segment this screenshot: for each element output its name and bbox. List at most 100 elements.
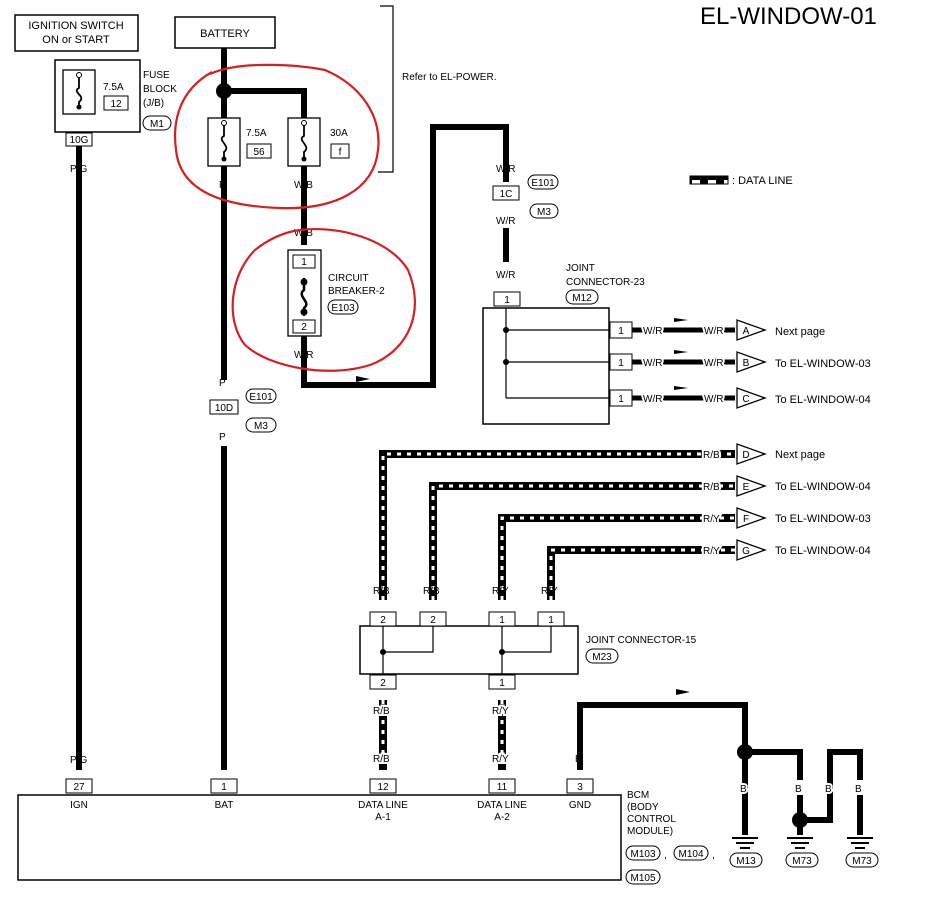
- svg-text:A: A: [743, 326, 750, 337]
- bcm-label-2: (BODY: [627, 802, 659, 813]
- conn-m3-b: M3: [537, 207, 551, 218]
- refer-note: Refer to EL-POWER.: [402, 72, 496, 83]
- jc23-label-1: JOINT: [566, 263, 595, 274]
- output-c: 1 W/R W/R C To EL-WINDOW-04: [609, 386, 871, 409]
- diagram-title: EL-WINDOW-01: [700, 3, 877, 30]
- wire-b-1: B: [575, 754, 582, 765]
- svg-text:GND: GND: [569, 800, 591, 811]
- conn-m103: M103: [630, 849, 655, 860]
- flow-arrow-1: [356, 376, 370, 382]
- svg-text:To EL-WINDOW-04: To EL-WINDOW-04: [775, 481, 871, 493]
- fuse-block-label-1: FUSE: [143, 70, 170, 81]
- output-b: 1 W/R W/R B To EL-WINDOW-03: [609, 350, 871, 373]
- battery-label: BATTERY: [200, 28, 250, 40]
- ignition-switch-box: [14, 14, 139, 52]
- term-1c: 1C: [500, 189, 513, 200]
- svg-text:W/R: W/R: [643, 326, 662, 337]
- fuse-12-icon: [75, 74, 83, 108]
- cb-conn: E103: [331, 303, 355, 314]
- wire-wr-1: W/R: [294, 350, 313, 361]
- ignition-label-2: ON or START: [42, 34, 110, 46]
- conn-m13: M13: [736, 856, 756, 867]
- power-bracket: [378, 5, 394, 173]
- svg-text:11: 11: [497, 782, 508, 793]
- svg-text:B: B: [743, 358, 750, 369]
- cb-label-2: BREAKER-2: [328, 286, 385, 297]
- conn-m105: M105: [630, 873, 655, 884]
- svg-text:2: 2: [430, 615, 436, 626]
- ground-icon: [732, 837, 873, 849]
- svg-text:R/B: R/B: [703, 482, 720, 493]
- flow-arrow-2: [676, 689, 690, 695]
- wire-pg-1: P/G: [70, 164, 87, 175]
- battery-box: [174, 16, 276, 49]
- svg-text:1: 1: [618, 326, 624, 337]
- wire-p-3: P: [219, 432, 226, 443]
- conn-e101-b: E101: [531, 178, 555, 189]
- bcm-terminal-data-a2: 11 DATA LINE A-2: [477, 778, 527, 823]
- bcm-comma-2: ,: [712, 850, 715, 861]
- output-g: R/Y G To EL-WINDOW-04: [701, 539, 871, 561]
- svg-text:W/R: W/R: [704, 358, 723, 369]
- svg-text:To EL-WINDOW-03: To EL-WINDOW-03: [775, 513, 871, 525]
- data-line-legend-swatch: [689, 175, 729, 185]
- svg-text:2: 2: [380, 678, 386, 689]
- wire-ry-d: R/Y: [492, 754, 509, 765]
- wire-rb-a: R/B: [373, 586, 390, 597]
- cb-label-1: CIRCUIT: [328, 273, 369, 284]
- svg-text:To EL-WINDOW-03: To EL-WINDOW-03: [775, 358, 871, 370]
- conn-m12: M12: [572, 293, 592, 304]
- svg-text:27: 27: [73, 782, 85, 793]
- wire-b-2: B: [740, 784, 747, 795]
- wire-p-1: P: [219, 180, 226, 191]
- svg-text:Next page: Next page: [775, 449, 825, 461]
- wire-rb-d: R/B: [373, 754, 390, 765]
- svg-text:BAT: BAT: [215, 800, 234, 811]
- svg-text:D: D: [742, 450, 749, 461]
- wire-b-4: B: [825, 784, 832, 795]
- svg-text:1: 1: [499, 615, 505, 626]
- bcm-label-1: BCM: [627, 790, 649, 801]
- svg-text:R/Y: R/Y: [703, 546, 720, 557]
- term-10d: 10D: [215, 403, 233, 414]
- svg-text:DATA LINE: DATA LINE: [477, 800, 527, 811]
- wire-ry-c: R/Y: [492, 706, 509, 717]
- svg-text:1: 1: [618, 394, 624, 405]
- fuse-12-num: 12: [110, 99, 122, 110]
- svg-text:To EL-WINDOW-04: To EL-WINDOW-04: [775, 545, 871, 557]
- joint-connector-15-box: [359, 625, 579, 675]
- svg-text:1: 1: [499, 678, 505, 689]
- circuit-breaker-icon: [300, 278, 308, 316]
- fuse-12-amp: 7.5A: [103, 82, 124, 93]
- svg-text:F: F: [743, 514, 749, 525]
- cb-pin-top: 1: [301, 257, 307, 268]
- bcm-label-4: MODULE): [627, 826, 673, 837]
- svg-text:1: 1: [221, 782, 227, 793]
- wire-b-3: B: [795, 784, 802, 795]
- bcm-box: [17, 794, 622, 881]
- fuse-30a-icon: [300, 122, 308, 160]
- svg-text:W/R: W/R: [643, 358, 662, 369]
- jc15-label: JOINT CONNECTOR-15: [586, 635, 697, 646]
- fuse-block-label-3: (J/B): [143, 98, 164, 109]
- svg-text:Next page: Next page: [775, 326, 825, 338]
- wire-b-5: B: [855, 784, 862, 795]
- bcm-terminal-data-a1: 12 DATA LINE A-1: [358, 778, 408, 823]
- bcm-terminal-gnd: 3 GND: [566, 778, 594, 811]
- conn-m73-b: M73: [852, 856, 872, 867]
- svg-text:G: G: [742, 546, 750, 557]
- fuse-56-amp: 7.5A: [246, 128, 267, 139]
- fuse-block-term: 10G: [70, 135, 89, 146]
- joint-connector-23-box: [482, 307, 610, 425]
- jc23-pin: 1: [504, 295, 510, 306]
- svg-text:A-2: A-2: [494, 812, 510, 823]
- wire-ry-b: R/Y: [541, 586, 558, 597]
- svg-text:3: 3: [577, 782, 583, 793]
- ignition-label-1: IGNITION SWITCH: [28, 20, 123, 32]
- bcm-terminal-bat: 1 BAT: [210, 778, 238, 811]
- output-e: R/B E To EL-WINDOW-04: [701, 475, 871, 497]
- conn-m104: M104: [678, 849, 703, 860]
- fuse-56-icon: [220, 122, 228, 160]
- cb-pin-bottom: 2: [301, 322, 307, 333]
